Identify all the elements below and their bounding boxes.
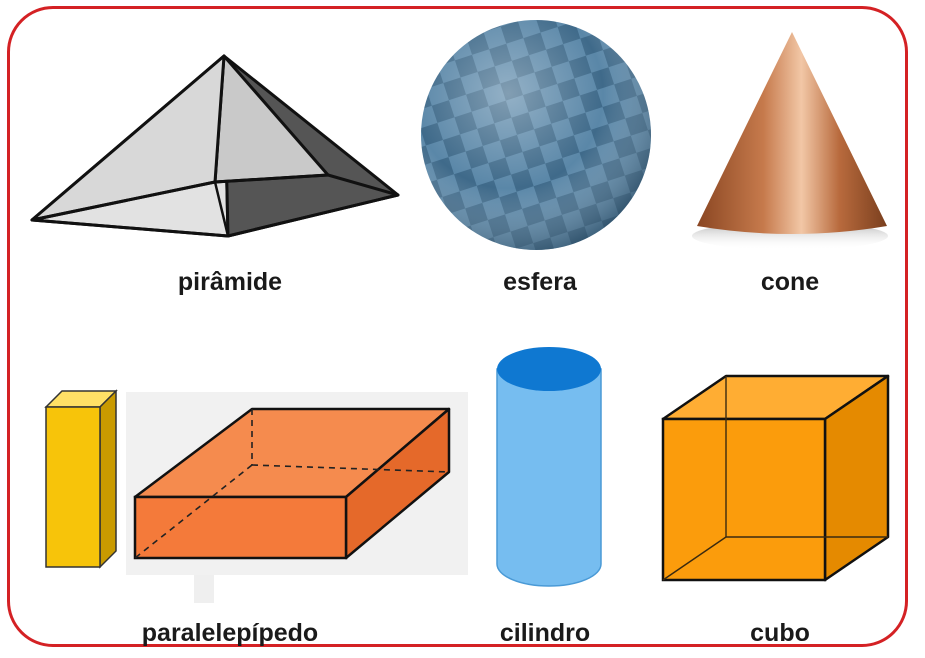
cube-shape [661,374,890,582]
sphere-label: esfera [503,268,577,296]
parallelepiped-label: paralelepípedo [141,619,319,647]
yellow-prism-shape [44,389,118,569]
pyramid-label: pirâmide [177,268,283,296]
pyramid-shape [30,54,400,238]
sphere-shape [421,20,651,250]
cone-label: cone [760,268,820,296]
cube-label: cubo [750,619,810,647]
cylinder-shape [496,347,602,587]
parallelepiped-shape [126,392,468,603]
cone-shape [692,32,888,250]
cylinder-label: cilindro [499,619,591,647]
